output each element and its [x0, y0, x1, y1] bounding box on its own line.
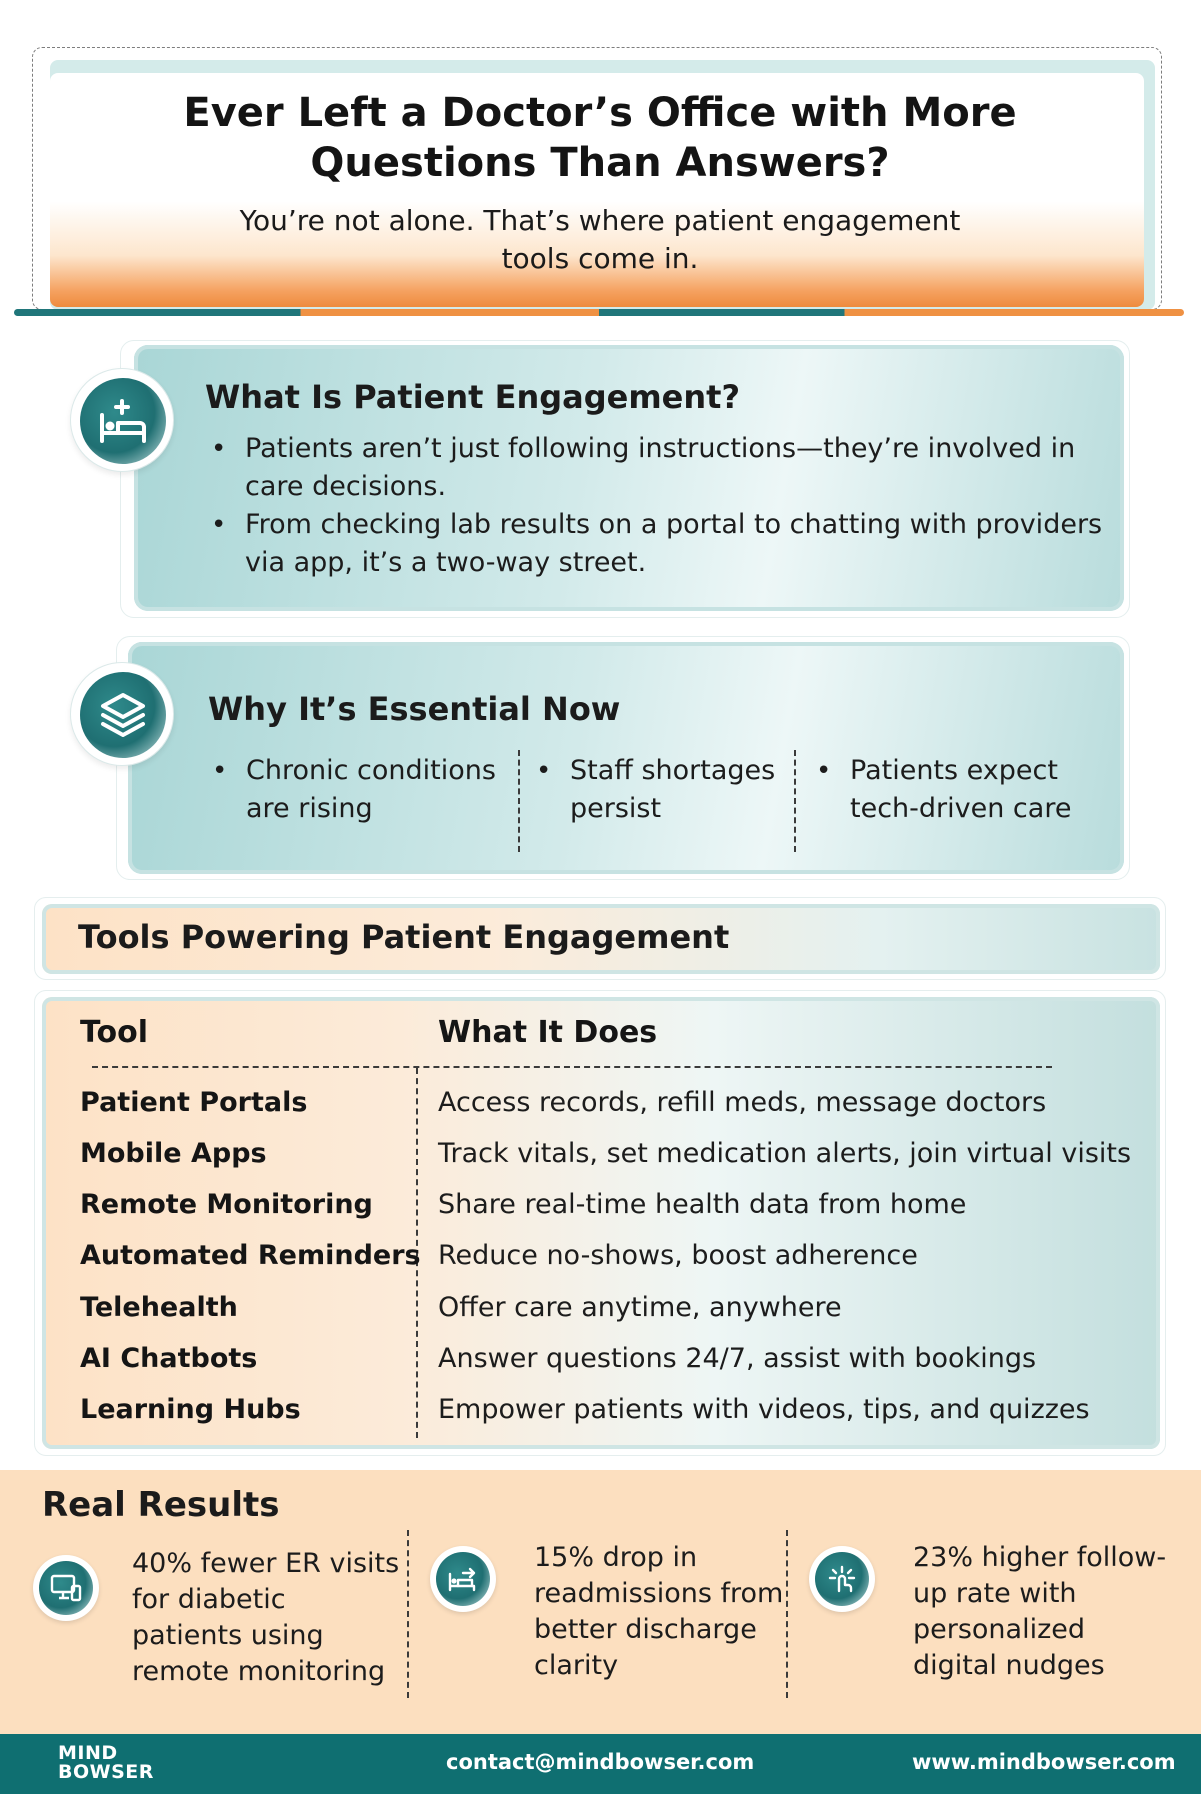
- table-row-tool: Automated Reminders: [80, 1240, 421, 1271]
- results-title: Real Results: [42, 1485, 280, 1525]
- what-is-title: What Is Patient Engagement?: [205, 378, 741, 416]
- footer: [0, 1734, 1201, 1794]
- logo-line-2: BOWSER: [58, 1761, 154, 1783]
- result-icon-badge: [33, 1555, 99, 1621]
- patient-bed-icon: [100, 399, 146, 443]
- table-row-tool: Patient Portals: [80, 1087, 308, 1118]
- discharge-bed-icon: [448, 1567, 476, 1592]
- page-title: Ever Left a Doctor’s Office with More Qu…: [183, 90, 1017, 186]
- table-header-divider: [92, 1066, 1052, 1068]
- table-row-desc: Track vitals, set medication alerts, joi…: [438, 1138, 1132, 1169]
- results-divider: [407, 1530, 409, 1698]
- table-row-tool: Telehealth: [80, 1292, 238, 1323]
- what-is-bullets: Patients aren’t just following instructi…: [205, 430, 1110, 582]
- table-row-tool: Remote Monitoring: [80, 1189, 373, 1220]
- hero-accent-bar: [14, 309, 1184, 316]
- table-row-desc: Answer questions 24/7, assist with booki…: [438, 1343, 1037, 1374]
- table-header-tool: Tool: [80, 1015, 148, 1050]
- tools-heading-bar: [42, 904, 1160, 974]
- why-point: Chronic conditions are rising: [206, 752, 506, 828]
- result-text: 23% higher follow-up rate with personali…: [913, 1542, 1167, 1681]
- results-section: [0, 1470, 1201, 1734]
- why-point: Patients expect tech-driven care: [810, 752, 1110, 828]
- result-icon-badge: [430, 1546, 496, 1612]
- results-divider: [786, 1530, 788, 1698]
- why-divider: [794, 750, 796, 852]
- what-is-icon-badge: [70, 368, 174, 472]
- tools-heading: Tools Powering Patient Engagement: [78, 918, 730, 956]
- what-is-bullet: Patients aren’t just following instructi…: [205, 430, 1110, 506]
- table-row-tool: Learning Hubs: [80, 1394, 301, 1425]
- table-header-description: What It Does: [438, 1015, 658, 1050]
- what-is-bullet: From checking lab results on a portal to…: [205, 506, 1110, 582]
- result-text: 15% drop in readmissions from better dis…: [534, 1542, 784, 1681]
- table-column-divider: [416, 1068, 418, 1438]
- hero-card: [50, 73, 1144, 307]
- page-subtitle: You’re not alone. That’s where patient e…: [239, 204, 961, 275]
- tools-heading-outline: [34, 897, 1166, 980]
- result-text: 40% fewer ER visits for diabetic patient…: [132, 1548, 400, 1687]
- table-row-tool: AI Chatbots: [80, 1343, 258, 1374]
- table-row-desc: Empower patients with videos, tips, and …: [438, 1394, 1090, 1425]
- tools-table-outline: [34, 990, 1166, 1456]
- table-row-desc: Offer care anytime, anywhere: [438, 1292, 842, 1323]
- table-row-desc: Access records, refill meds, message doc…: [438, 1087, 1047, 1118]
- layers-icon: [101, 693, 145, 737]
- contact-email-link[interactable]: contact@mindbowser.com: [446, 1750, 755, 1774]
- why-title: Why It’s Essential Now: [208, 690, 621, 728]
- mindbowser-logo: MIND BOWSER: [58, 1744, 154, 1782]
- table-row-tool: Mobile Apps: [80, 1138, 267, 1169]
- table-row-desc: Share real-time health data from home: [438, 1189, 967, 1220]
- remote-monitor-icon: [50, 1574, 82, 1602]
- result-icon-badge: [809, 1546, 875, 1612]
- logo-line-1: MIND: [58, 1742, 118, 1764]
- tools-table: [42, 997, 1160, 1449]
- why-divider: [518, 750, 520, 852]
- why-point: Staff shortages persist: [530, 752, 790, 828]
- why-icon-badge: [70, 662, 174, 766]
- table-row-desc: Reduce no-shows, boost adherence: [438, 1240, 918, 1271]
- website-link[interactable]: www.mindbowser.com: [912, 1750, 1176, 1774]
- digital-nudge-icon: [828, 1565, 856, 1593]
